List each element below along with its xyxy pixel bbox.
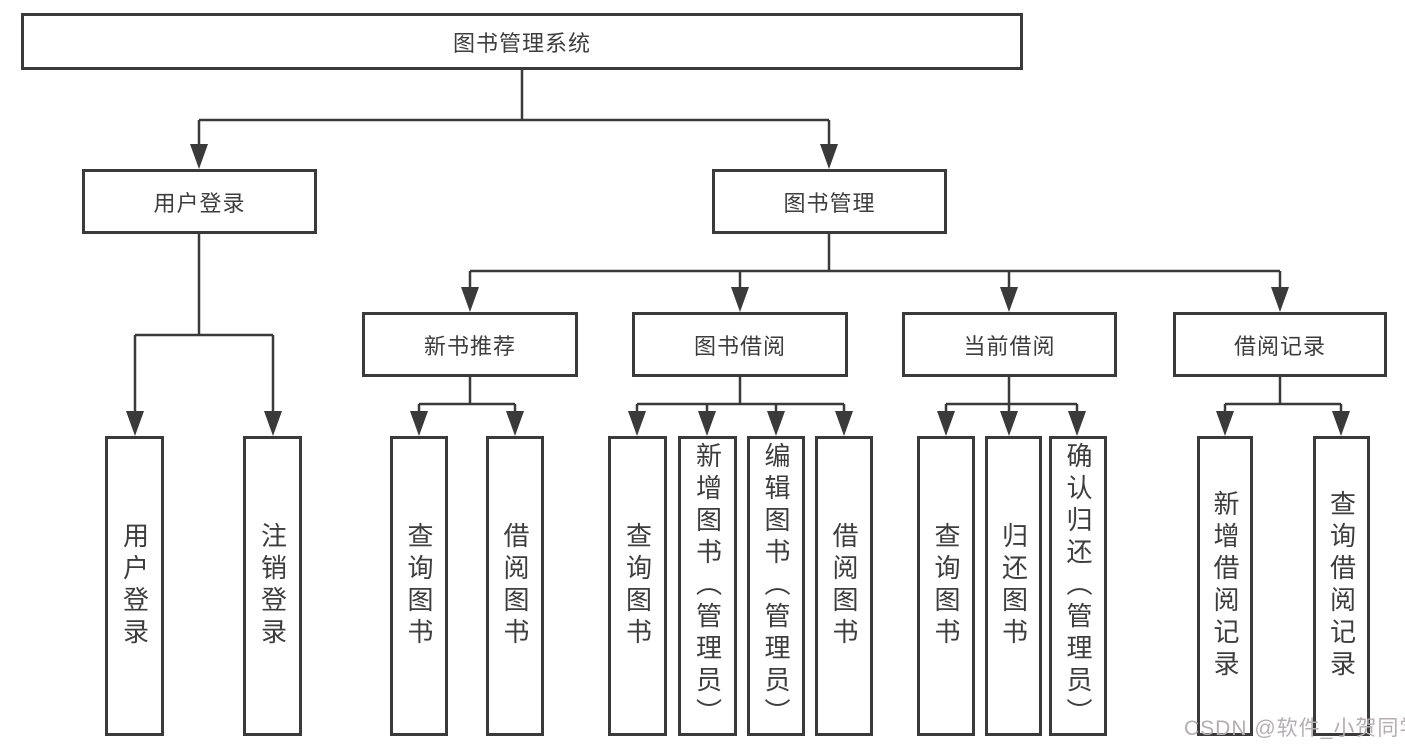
watermark: CSDN @软件_小贺同学 — [1184, 717, 1405, 740]
leaf-borrow-books-recommend: 借阅图书 — [486, 436, 544, 736]
node-user-login: 用户登录 — [82, 169, 317, 234]
leaf-edit-book-admin-label: 编辑图书（管理员） — [761, 442, 791, 730]
node-book-borrow: 图书借阅 — [632, 312, 848, 377]
leaf-query-books-borrow-label: 查询图书 — [622, 522, 653, 650]
node-current-borrow-label: 当前借阅 — [963, 333, 1056, 359]
node-new-book-recommend-label: 新书推荐 — [423, 333, 516, 359]
leaf-query-books-borrow: 查询图书 — [608, 436, 667, 736]
leaf-add-book-admin-label: 新增图书（管理员） — [692, 442, 723, 730]
leaf-query-books-recommend-label: 查询图书 — [404, 522, 434, 650]
leaf-query-books-recommend: 查询图书 — [390, 436, 448, 736]
node-borrow-records-label: 借阅记录 — [1233, 333, 1326, 359]
leaf-confirm-return-admin-label: 确认归还（管理员） — [1063, 442, 1093, 730]
node-current-borrow: 当前借阅 — [902, 312, 1117, 377]
leaf-borrow-books: 借阅图书 — [815, 436, 873, 736]
node-book-management: 图书管理 — [712, 169, 947, 234]
leaf-borrow-books-recommend-label: 借阅图书 — [500, 522, 530, 650]
leaf-logout-label: 注销登录 — [257, 522, 288, 650]
leaf-add-borrow-record-label: 新增借阅记录 — [1210, 490, 1240, 682]
leaf-confirm-return-admin: 确认归还（管理员） — [1049, 436, 1107, 736]
node-book-management-label: 图书管理 — [783, 190, 876, 216]
leaf-edit-book-admin: 编辑图书（管理员） — [747, 436, 805, 736]
node-root: 图书管理系统 — [21, 13, 1023, 70]
arrowheads — [126, 144, 1350, 436]
leaf-user-login: 用户登录 — [105, 436, 164, 736]
node-root-label: 图书管理系统 — [452, 30, 591, 56]
leaf-query-borrow-record-label: 查询借阅记录 — [1326, 490, 1357, 682]
leaf-return-books-label: 归还图书 — [998, 522, 1029, 650]
leaf-add-borrow-record: 新增借阅记录 — [1197, 436, 1253, 736]
leaf-logout: 注销登录 — [243, 436, 302, 736]
node-book-borrow-label: 图书借阅 — [693, 333, 786, 359]
leaf-user-login-label: 用户登录 — [119, 522, 150, 650]
leaf-borrow-books-label: 借阅图书 — [829, 522, 859, 650]
node-borrow-records: 借阅记录 — [1173, 312, 1387, 377]
leaf-query-borrow-record: 查询借阅记录 — [1313, 436, 1370, 736]
node-user-login-label: 用户登录 — [153, 190, 246, 216]
leaf-query-books-current: 查询图书 — [917, 436, 975, 736]
leaf-add-book-admin: 新增图书（管理员） — [678, 436, 737, 736]
leaf-return-books: 归还图书 — [985, 436, 1042, 736]
node-new-book-recommend: 新书推荐 — [362, 312, 578, 377]
leaf-query-books-current-label: 查询图书 — [931, 522, 961, 650]
